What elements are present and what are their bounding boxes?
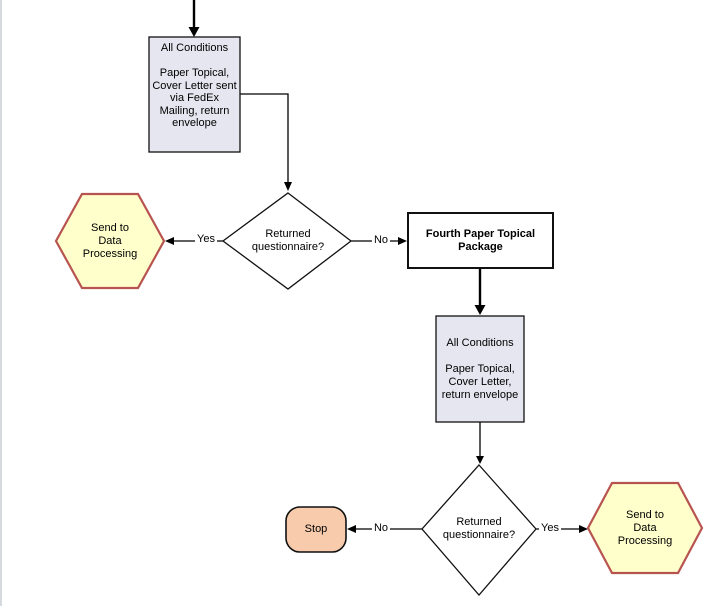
node-send-to-data-processing-2-label: Send to Data Processing — [617, 508, 673, 547]
edge-label-yes-2: Yes — [539, 522, 561, 534]
node-fourth-package-label: Fourth Paper Topical Package — [425, 227, 536, 253]
page-boundary-line — [0, 0, 2, 606]
node-mailing-package-1-shape[interactable] — [148, 36, 241, 153]
edge-label-no-1: No — [371, 234, 391, 246]
node-decision-2-shape[interactable] — [421, 464, 537, 596]
node-send-to-data-processing-2-shape[interactable] — [586, 481, 704, 575]
node-decision-2-label: Returned questionnaire? — [442, 516, 516, 541]
node-fourth-package-shape[interactable] — [407, 212, 554, 269]
node-decision-1-shape[interactable] — [221, 192, 353, 290]
node-send-to-data-processing-1-shape[interactable] — [54, 192, 166, 290]
node-mailing-package-2-label: All Conditions Paper Topical, Cover Lett… — [441, 336, 519, 401]
node-stop-shape[interactable] — [285, 506, 347, 553]
node-mailing-package-1-label: All Conditions Paper Topical, Cover Lett… — [152, 42, 237, 129]
edge-box2-to-decision2 — [476, 422, 484, 464]
node-decision-1-label: Returned questionnaire? — [251, 228, 325, 253]
edge-box1-to-decision1 — [240, 93, 292, 191]
node-mailing-package-2-shape[interactable] — [435, 315, 525, 423]
edge-incoming-top — [188, 0, 200, 37]
edge-label-no-2: No — [371, 522, 391, 534]
edge-fourth-to-box2 — [474, 268, 486, 315]
node-stop-label: Stop — [304, 523, 328, 535]
edge-label-yes-1: Yes — [195, 233, 217, 245]
node-send-to-data-processing-1-label: Send to Data Processing — [82, 221, 138, 260]
